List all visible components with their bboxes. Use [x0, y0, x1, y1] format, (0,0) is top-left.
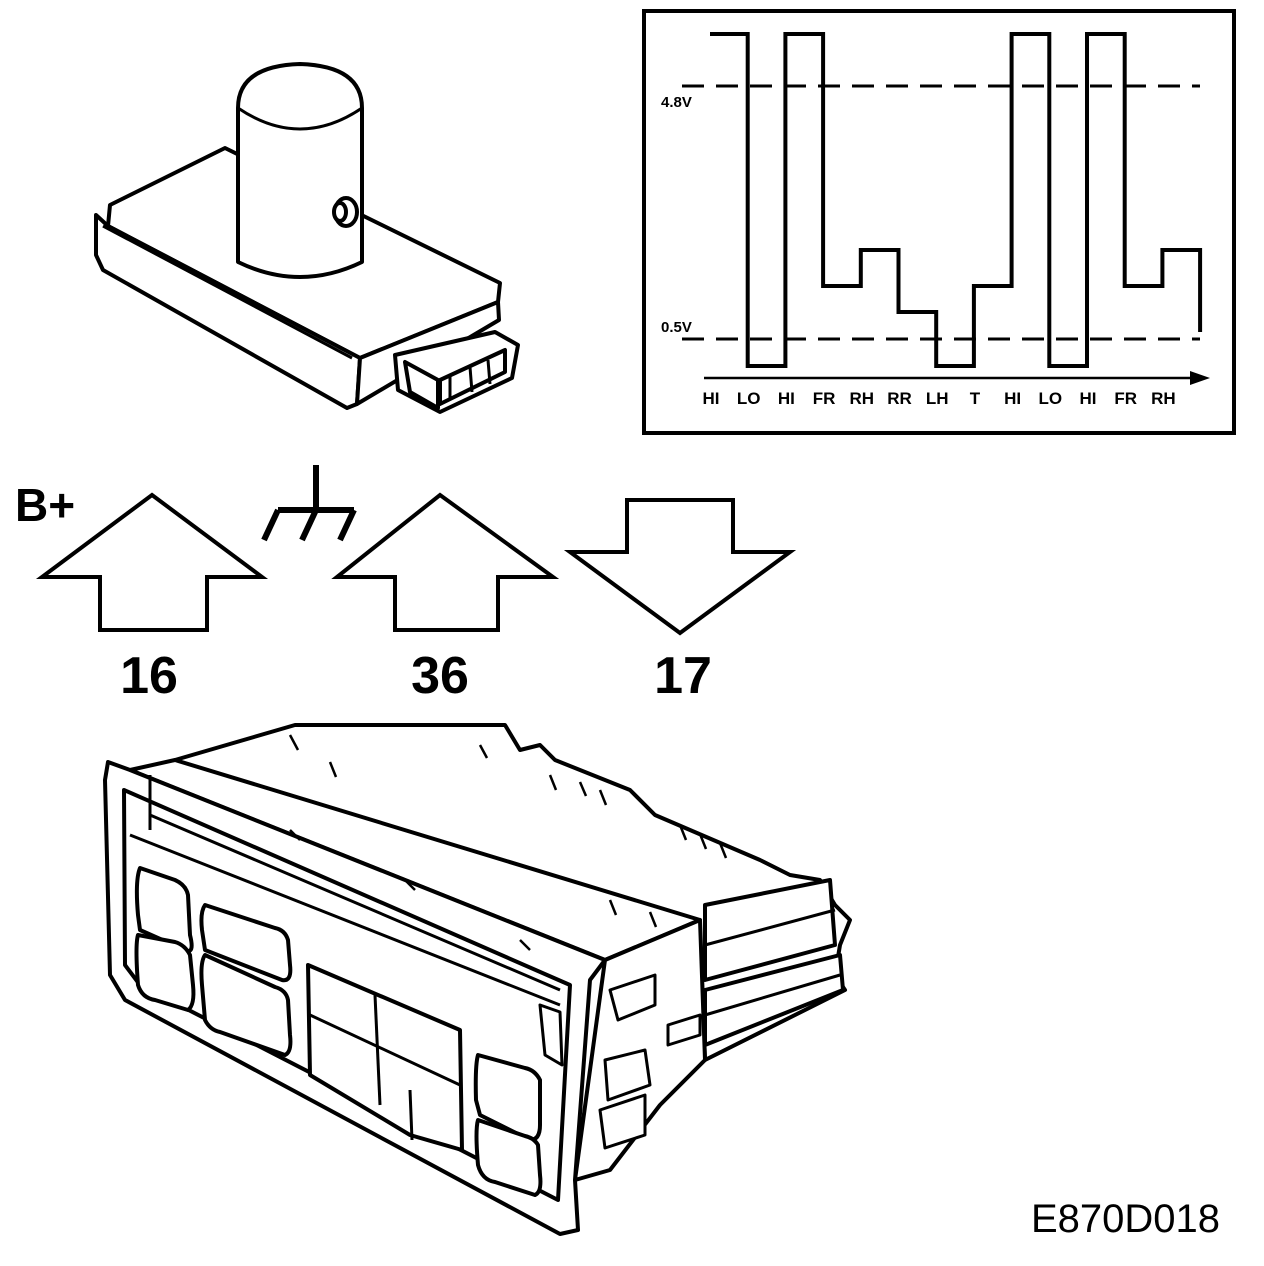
ref-label-high: 4.8V	[661, 94, 692, 111]
supply-arrow-up-icon	[35, 492, 269, 632]
ground-pin-number: 36	[411, 647, 469, 705]
control-unit-hatch-marks	[288, 734, 728, 951]
slot-label: FR	[1114, 389, 1137, 408]
supply-pin-number: 16	[120, 647, 178, 705]
ground-arrow-up-icon	[331, 492, 560, 632]
output-arrow-down-icon	[563, 498, 797, 636]
ref-label-low: 0.5V	[661, 319, 692, 336]
slot-labels: HI LO HI FR RH RR LH T HI LO HI FR RH	[703, 389, 1176, 408]
slot-label: T	[970, 389, 981, 408]
slot-label: HI	[778, 389, 795, 408]
output-pin-number: 17	[654, 647, 712, 705]
signal-waveform	[710, 32, 1203, 368]
slot-label: LO	[737, 389, 761, 408]
slot-label: RR	[887, 389, 912, 408]
slot-label: HI	[1080, 389, 1097, 408]
time-axis-arrow-icon	[1190, 371, 1210, 385]
slot-label: HI	[703, 389, 720, 408]
slot-label: RH	[1151, 389, 1176, 408]
slot-label: RH	[850, 389, 875, 408]
control-unit-illustration	[103, 723, 852, 1236]
slot-label: HI	[1004, 389, 1021, 408]
ground-icon	[261, 465, 357, 542]
figure-code: E870D018	[1031, 1197, 1220, 1241]
slot-label: LO	[1038, 389, 1062, 408]
supply-label: B+	[15, 479, 75, 531]
signal-plot: 4.8V 0.5V HI LO HI FR RH RR LH T HI LO HI FR RH	[642, 9, 1236, 435]
slot-label: FR	[813, 389, 836, 408]
sensor-illustration	[94, 62, 520, 414]
slot-label: LH	[926, 389, 949, 408]
